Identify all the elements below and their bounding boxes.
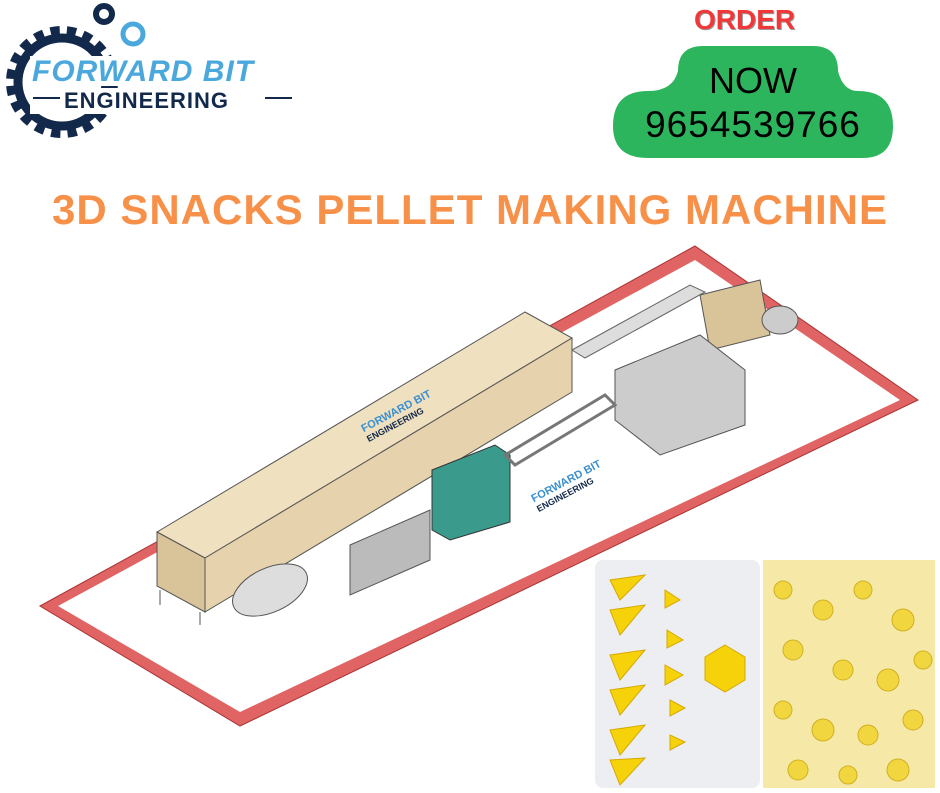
rotary-drum bbox=[232, 563, 308, 617]
triangle-pellets bbox=[609, 574, 746, 786]
order-now-badge[interactable]: NOW 9654539766 bbox=[613, 46, 893, 158]
order-heading: ORDER bbox=[694, 4, 796, 35]
phone-number[interactable]: 9654539766 bbox=[645, 104, 861, 145]
logo-text-secondary: ENGINEERING bbox=[64, 88, 230, 113]
gear-icon bbox=[6, 3, 300, 138]
dryer-oven bbox=[155, 311, 574, 625]
extruder bbox=[614, 334, 746, 456]
mixer bbox=[699, 279, 799, 351]
round-pellets bbox=[773, 580, 933, 785]
logo-text-primary: FORWARD BIT bbox=[32, 55, 255, 88]
badge-shape bbox=[613, 46, 893, 158]
cooling-rack bbox=[502, 393, 618, 467]
now-text: NOW bbox=[709, 60, 797, 101]
product-photo-triangles bbox=[595, 560, 760, 788]
company-logo: FORWARD BIT ENGINEERING bbox=[0, 0, 300, 150]
cutter-unit bbox=[349, 444, 511, 596]
conveyor bbox=[571, 284, 707, 359]
product-photo-pellets bbox=[763, 560, 935, 788]
machine-layout-illustration bbox=[38, 245, 919, 727]
page-title: 3D SNACKS PELLET MAKING MACHINE bbox=[51, 186, 889, 233]
